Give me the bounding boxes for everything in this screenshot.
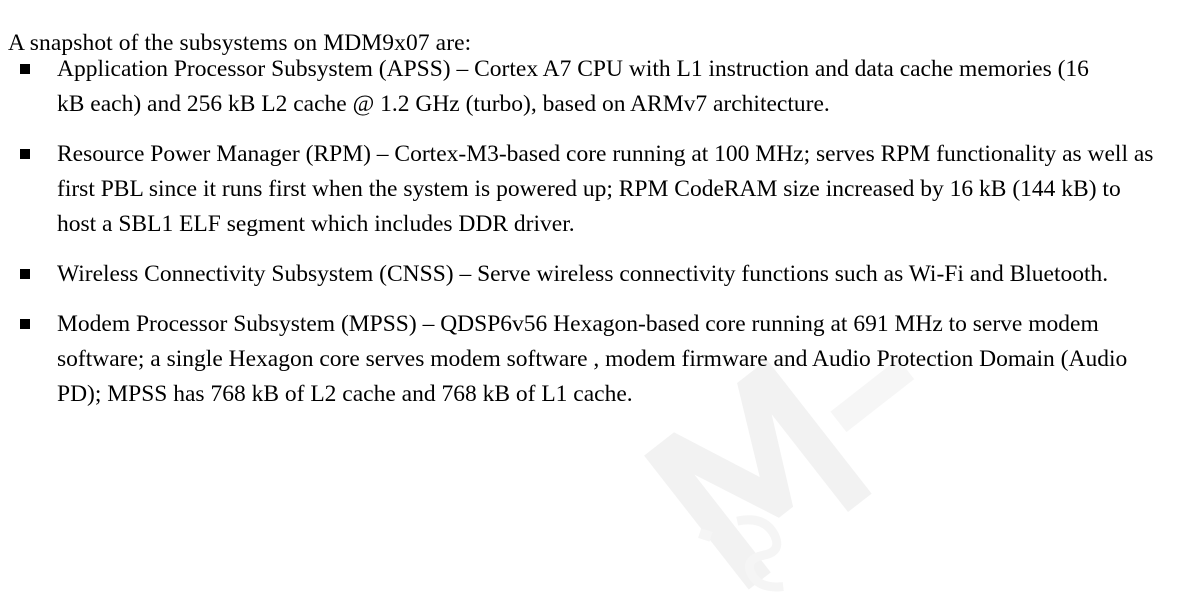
subsystem-list: Application Processor Subsystem (APSS) –… (0, 52, 1183, 412)
page-intro-text: A snapshot of the subsystems on MDM9x07 … (8, 29, 472, 56)
list-item-rpm: Resource Power Manager (RPM) – Cortex-M3… (0, 137, 1183, 242)
list-item-text: Resource Power Manager (RPM) – Cortex-M3… (57, 141, 1154, 237)
list-item-apss: Application Processor Subsystem (APSS) –… (0, 52, 1183, 122)
list-item-text: Wireless Connectivity Subsystem (CNSS) –… (57, 261, 1109, 287)
list-item-mpss: Modem Processor Subsystem (MPSS) – QDSP6… (0, 307, 1183, 412)
list-item-cnss: Wireless Connectivity Subsystem (CNSS) –… (0, 257, 1183, 292)
square-bullet-icon (20, 319, 30, 329)
list-item-text: Application Processor Subsystem (APSS) –… (57, 56, 1089, 117)
square-bullet-icon (20, 64, 30, 74)
square-bullet-icon (20, 149, 30, 159)
list-item-text: Modem Processor Subsystem (MPSS) – QDSP6… (57, 311, 1128, 407)
square-bullet-icon (20, 269, 30, 279)
